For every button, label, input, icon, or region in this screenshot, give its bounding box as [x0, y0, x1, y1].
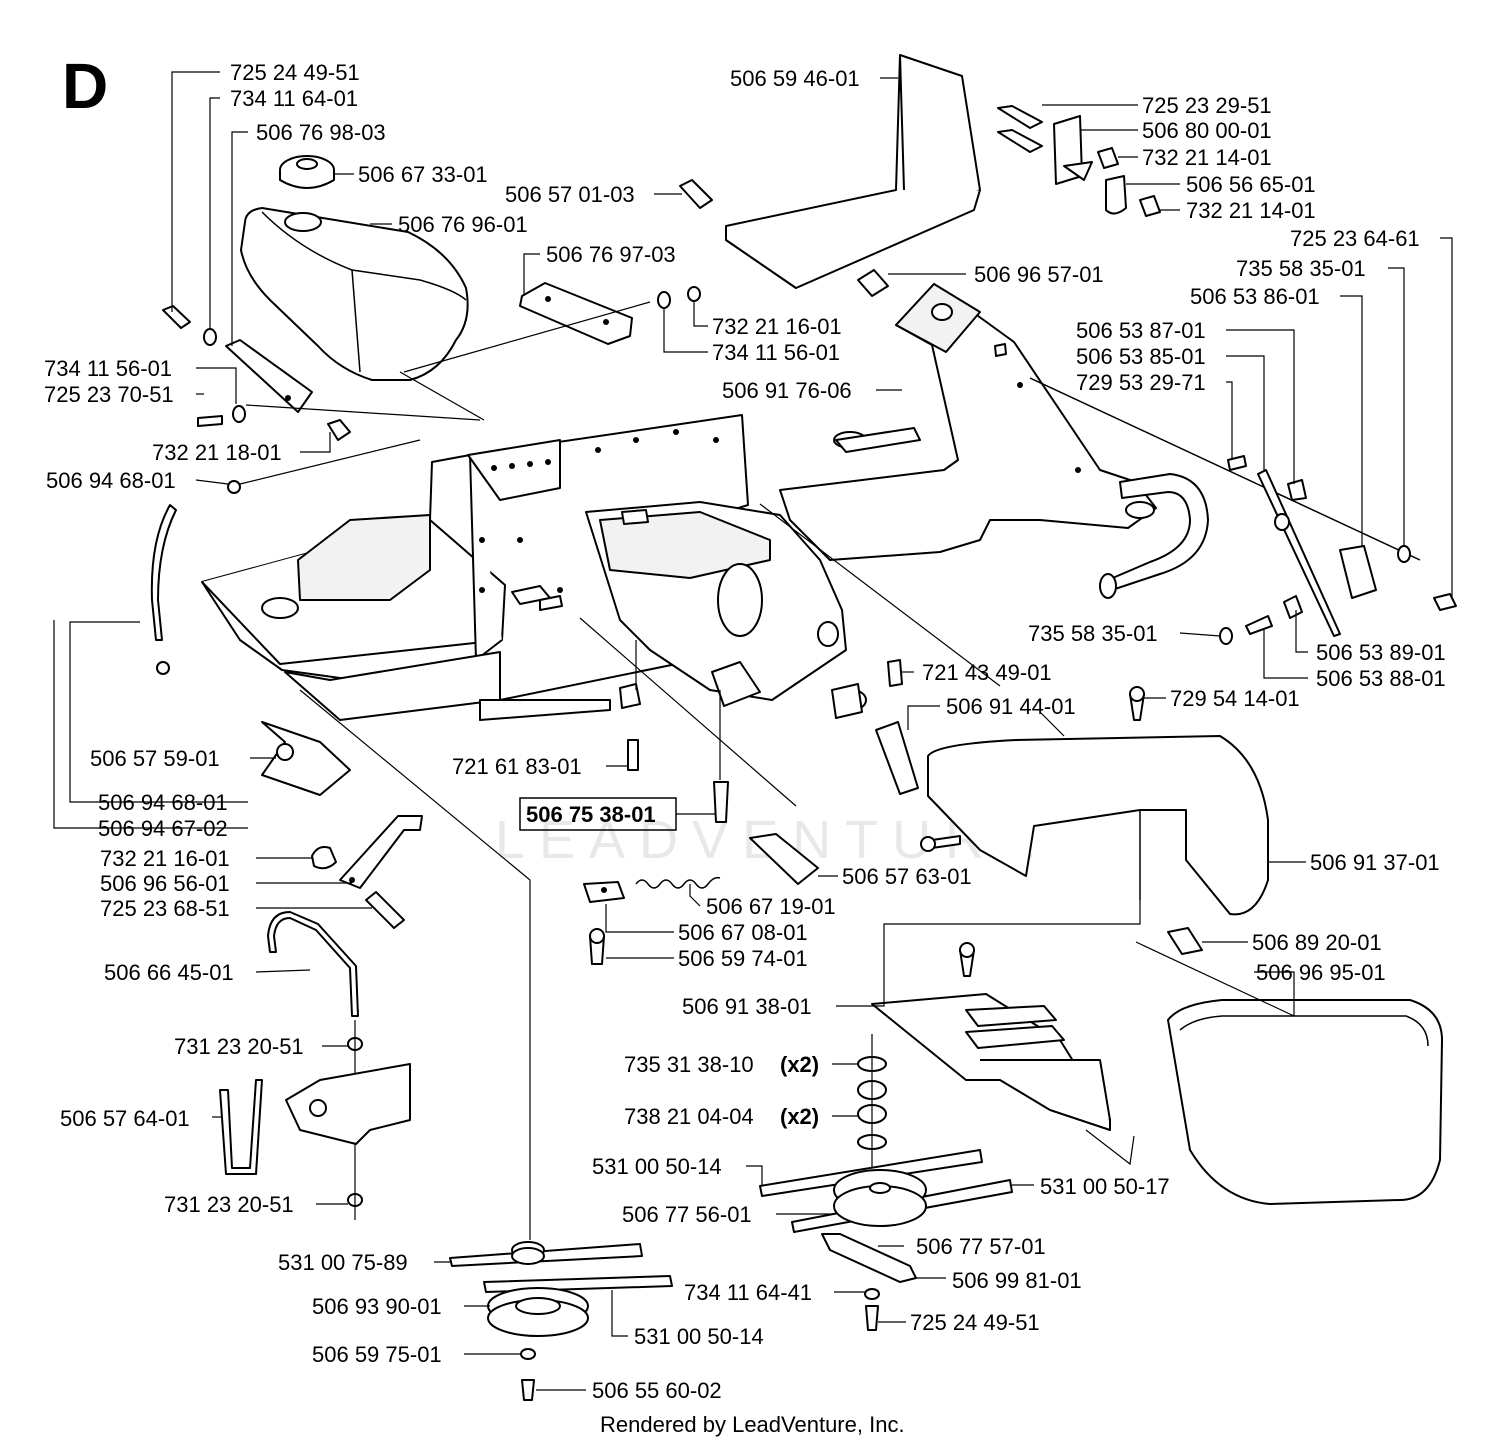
part-qty: (x2): [780, 1104, 819, 1129]
part-label: 506 94 68-01: [98, 790, 228, 815]
part-label: 729 54 14-01: [1170, 686, 1300, 711]
part-label: 506 55 60-02: [592, 1378, 722, 1403]
part-label: 506 59 75-01: [312, 1342, 442, 1367]
part-label: 725 24 49-51: [230, 60, 360, 85]
side-cover: [1167, 999, 1443, 1205]
part-label: 735 31 38-10: [624, 1052, 754, 1077]
part-label: 506 53 87-01: [1076, 318, 1206, 343]
part-qty: (x2): [780, 1052, 819, 1077]
fuel-tank: [240, 207, 469, 381]
seat-pan: [725, 54, 981, 289]
leader-lines: [53, 71, 1453, 1391]
part-label: 506 59 46-01: [730, 66, 860, 91]
part-label: 506 91 38-01: [682, 994, 812, 1019]
part-label: 506 53 85-01: [1076, 344, 1206, 369]
part-label: 531 00 50-14: [592, 1154, 722, 1179]
part-label: 721 61 83-01: [452, 754, 582, 779]
part-label: 506 93 90-01: [312, 1294, 442, 1319]
part-label: 506 57 64-01: [60, 1106, 190, 1131]
pulley-right: [759, 1149, 1013, 1331]
part-label: 725 23 29-51: [1142, 93, 1272, 118]
belt-guard: [871, 993, 1111, 1131]
part-label: 725 23 68-51: [100, 896, 230, 921]
part-label: 732 21 14-01: [1186, 198, 1316, 223]
part-label: 506 67 19-01: [706, 894, 836, 919]
part-label: 732 21 16-01: [712, 314, 842, 339]
part-label: 506 91 76-06: [722, 378, 852, 403]
part-label: 738 21 04-04: [624, 1104, 754, 1129]
section-letter: D: [62, 50, 108, 122]
part-label: 506 57 63-01: [842, 864, 972, 889]
rear-frame: [779, 283, 1209, 599]
part-label: 506 91 44-01: [946, 694, 1076, 719]
part-label: 531 00 50-17: [1040, 1174, 1170, 1199]
part-label: 732 21 16-01: [100, 846, 230, 871]
part-label: 506 53 89-01: [1316, 640, 1446, 665]
part-label: 734 11 56-01: [712, 340, 840, 365]
tank-bracket: [519, 282, 633, 345]
part-label: 506 53 88-01: [1316, 666, 1446, 691]
part-label: 506 67 33-01: [358, 162, 488, 187]
part-label: 531 00 50-14: [634, 1324, 764, 1349]
hinge-bracket: [997, 105, 1161, 217]
pulley-left: [449, 1241, 673, 1401]
part-label: 506 76 98-03: [256, 120, 386, 145]
part-label: 506 94 68-01: [46, 468, 176, 493]
part-label: 734 11 64-01: [230, 86, 358, 111]
part-label: 732 21 18-01: [152, 440, 282, 465]
part-label: 506 96 95-01: [1256, 960, 1386, 985]
fuel-cap: [279, 155, 335, 189]
part-label: 506 80 00-01: [1142, 118, 1272, 143]
part-label: 506 94 67-02: [98, 816, 228, 841]
part-label: 506 67 08-01: [678, 920, 808, 945]
part-label: 506 91 37-01: [1310, 850, 1440, 875]
part-label: 506 76 97-03: [546, 242, 676, 267]
part-label: 506 77 57-01: [916, 1234, 1046, 1259]
belt-cover: [927, 735, 1269, 916]
part-label: 721 43 49-01: [922, 660, 1052, 685]
spring-assembly: [583, 833, 819, 965]
part-label: 725 24 49-51: [910, 1310, 1040, 1335]
part-label: 506 66 45-01: [104, 960, 234, 985]
part-label: 506 57 59-01: [90, 746, 220, 771]
parts-artwork: [150, 54, 1457, 1401]
part-label: 506 96 56-01: [100, 871, 230, 896]
part-label: 531 00 75-89: [278, 1250, 408, 1275]
part-label: 725 23 70-51: [44, 382, 174, 407]
part-label: 725 23 64-61: [1290, 226, 1420, 251]
support-bracket: [311, 815, 423, 929]
highlight-box: [519, 797, 677, 831]
footer-credit: Rendered by LeadVenture, Inc.: [600, 1412, 905, 1437]
part-label: 735 58 35-01: [1236, 256, 1366, 281]
part-label: 506 99 81-01: [952, 1268, 1082, 1293]
part-label: 506 89 20-01: [1252, 930, 1382, 955]
part-label: 506 56 65-01: [1186, 172, 1316, 197]
part-label: 729 53 29-71: [1076, 370, 1206, 395]
part-label: 734 11 64-41: [684, 1280, 812, 1305]
part-label: 506 59 74-01: [678, 946, 808, 971]
tank-strap: [225, 339, 313, 413]
brake-linkage: [1029, 377, 1457, 645]
part-labels: 725 24 49-51 734 11 64-01 506 76 98-03 5…: [44, 60, 1446, 1403]
part-label: 735 58 35-01: [1028, 621, 1158, 646]
part-label: 506 76 96-01: [398, 212, 528, 237]
part-label: 506 77 56-01: [622, 1202, 752, 1227]
part-label: 732 21 14-01: [1142, 145, 1272, 170]
part-label: 506 57 01-03: [505, 182, 635, 207]
part-label-highlighted: 506 75 38-01: [526, 802, 656, 827]
part-label: 731 23 20-51: [174, 1034, 304, 1059]
part-label: 734 11 56-01: [44, 356, 172, 381]
pedal-housing: [585, 501, 867, 719]
part-label: 506 53 86-01: [1190, 284, 1320, 309]
part-label: 731 23 20-51: [164, 1192, 294, 1217]
part-label: 506 96 57-01: [974, 262, 1104, 287]
